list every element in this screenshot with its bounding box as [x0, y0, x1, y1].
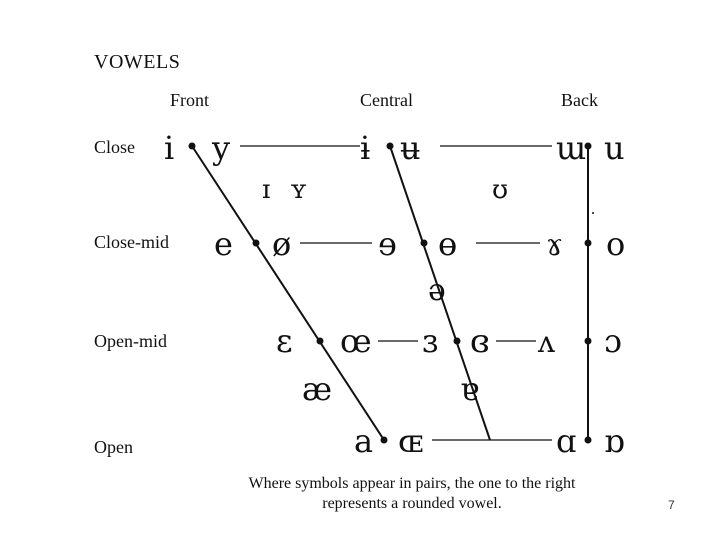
symbol-close-mid-front-rounded: ø	[272, 225, 291, 263]
symbol-close-front-rounded: y	[211, 129, 230, 167]
dot-open-mid-central	[453, 337, 461, 345]
dot-close-central	[386, 142, 394, 150]
dot-close-mid-central	[420, 239, 428, 247]
symbol-open-mid-front-rounded: œ	[340, 322, 372, 360]
symbol-close-front-unrounded: i	[164, 129, 174, 167]
front-edge-line	[191, 145, 385, 441]
symbol-close-mid-back-rounded: o	[606, 225, 625, 263]
column-label-central: Central	[360, 90, 413, 110]
chart-title: VOWELS	[94, 51, 181, 73]
symbol-near-open-front: æ	[302, 370, 332, 408]
row-label-close: Close	[94, 137, 136, 157]
dot-close-mid-front	[252, 239, 260, 247]
page-number: 7	[668, 498, 675, 512]
symbol-close-mid-front-unrounded: e	[214, 225, 233, 263]
symbol-close-mid-central-unrounded: ɘ	[378, 225, 397, 263]
symbol-close-mid-back-unrounded: ɤ	[546, 228, 563, 263]
dot-close-front	[188, 142, 196, 150]
column-label-front: Front	[170, 90, 210, 110]
symbol-near-close-back-rounded: ʊ	[492, 175, 508, 205]
symbol-close-central-rounded: ʉ	[400, 129, 421, 167]
row-label-close-mid: Close-mid	[94, 232, 169, 252]
symbol-open-back-rounded: ɒ	[604, 422, 624, 460]
symbol-open-back-unrounded: ɑ	[556, 422, 576, 460]
symbol-close-back-unrounded: ɯ	[556, 129, 586, 167]
dot-open-back	[584, 436, 592, 444]
caption-line-2: represents a rounded vowel.	[322, 495, 502, 512]
row-label-open-mid: Open-mid	[94, 331, 167, 351]
symbol-open-front-unrounded: a	[354, 422, 373, 460]
symbol-open-mid-front-unrounded: ɛ	[276, 322, 293, 360]
dot-open-mid-back	[584, 337, 592, 345]
symbol-close-central-unrounded: ɨ	[360, 129, 370, 167]
symbol-open-mid-central-unrounded: ɜ	[422, 322, 438, 360]
symbol-close-back-rounded: u	[604, 129, 625, 167]
dot-open-mid-front	[316, 337, 324, 345]
dot-close-mid-back	[584, 239, 592, 247]
row-label-open: Open	[94, 437, 133, 457]
symbol-near-close-front-unrounded: ɪ	[262, 175, 270, 205]
dot-open-front	[380, 436, 388, 444]
symbol-near-close-front-rounded: ʏ	[290, 175, 307, 205]
dot-back-tick	[592, 212, 594, 214]
column-label-back: Back	[561, 90, 598, 110]
symbol-near-open-central: ɐ	[460, 370, 479, 408]
symbol-open-mid-back-rounded: ɔ	[604, 322, 622, 360]
symbol-mid-central: ə	[428, 273, 446, 308]
dot-close-back	[584, 142, 592, 150]
caption-line-1: Where symbols appear in pairs, the one t…	[248, 475, 576, 492]
symbol-open-mid-central-rounded: ɞ	[470, 322, 490, 360]
symbol-close-mid-central-rounded: ɵ	[438, 225, 457, 263]
central-edge-line	[389, 145, 491, 441]
symbol-open-front-rounded: ɶ	[398, 422, 423, 460]
caption: Where symbols appear in pairs, the one t…	[0, 474, 720, 514]
symbol-open-mid-back-unrounded: ʌ	[537, 325, 555, 360]
